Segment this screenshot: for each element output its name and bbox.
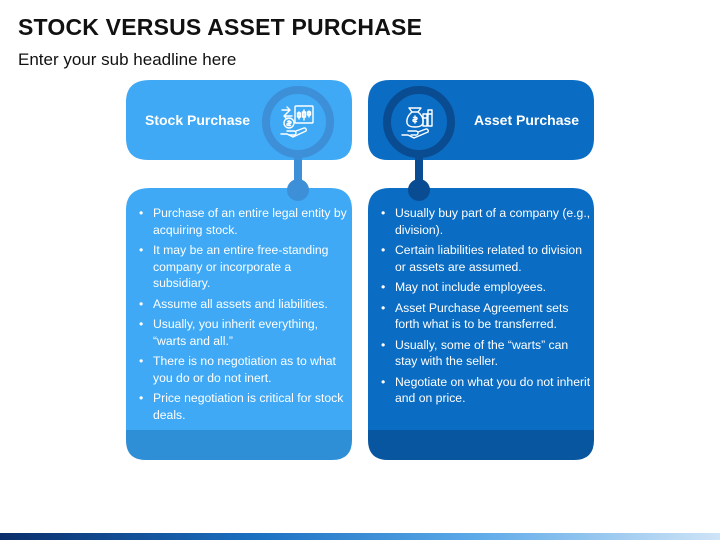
- list-item: Price negotiation is critical for stock …: [137, 390, 347, 423]
- page-subtitle: Enter your sub headline here: [18, 50, 237, 69]
- left-heading: Stock Purchase: [145, 112, 251, 128]
- list-item: May not include employees.: [379, 279, 591, 296]
- right-bullet-list: Usually buy part of a company (e.g., div…: [379, 205, 591, 411]
- list-item: It may be an entire free-standing compan…: [137, 242, 347, 292]
- right-footer-shape: [368, 430, 594, 460]
- list-item: Assume all assets and liabilities.: [137, 296, 347, 313]
- list-item: Asset Purchase Agreement sets forth what…: [379, 300, 591, 333]
- list-item: Usually buy part of a company (e.g., div…: [379, 205, 591, 238]
- list-item: There is no negotiation as to what you d…: [137, 353, 347, 386]
- list-item: Negotiate on what you do not inherit and…: [379, 374, 591, 407]
- list-item: Purchase of an entire legal entity by ac…: [137, 205, 347, 238]
- right-heading: Asset Purchase: [474, 112, 580, 128]
- list-item: Usually, some of the “warts” can stay wi…: [379, 337, 591, 370]
- list-item: Usually, you inherit everything, “warts …: [137, 316, 347, 349]
- left-bullet-list: Purchase of an entire legal entity by ac…: [137, 205, 347, 427]
- list-item: Certain liabilities related to division …: [379, 242, 591, 275]
- stock-exchange-icon: [280, 105, 314, 138]
- left-footer-shape: [126, 430, 352, 460]
- bottom-accent-bar: [0, 533, 720, 540]
- money-bag-hand-icon: [401, 107, 433, 139]
- page-title: STOCK VERSUS ASSET PURCHASE: [18, 14, 423, 40]
